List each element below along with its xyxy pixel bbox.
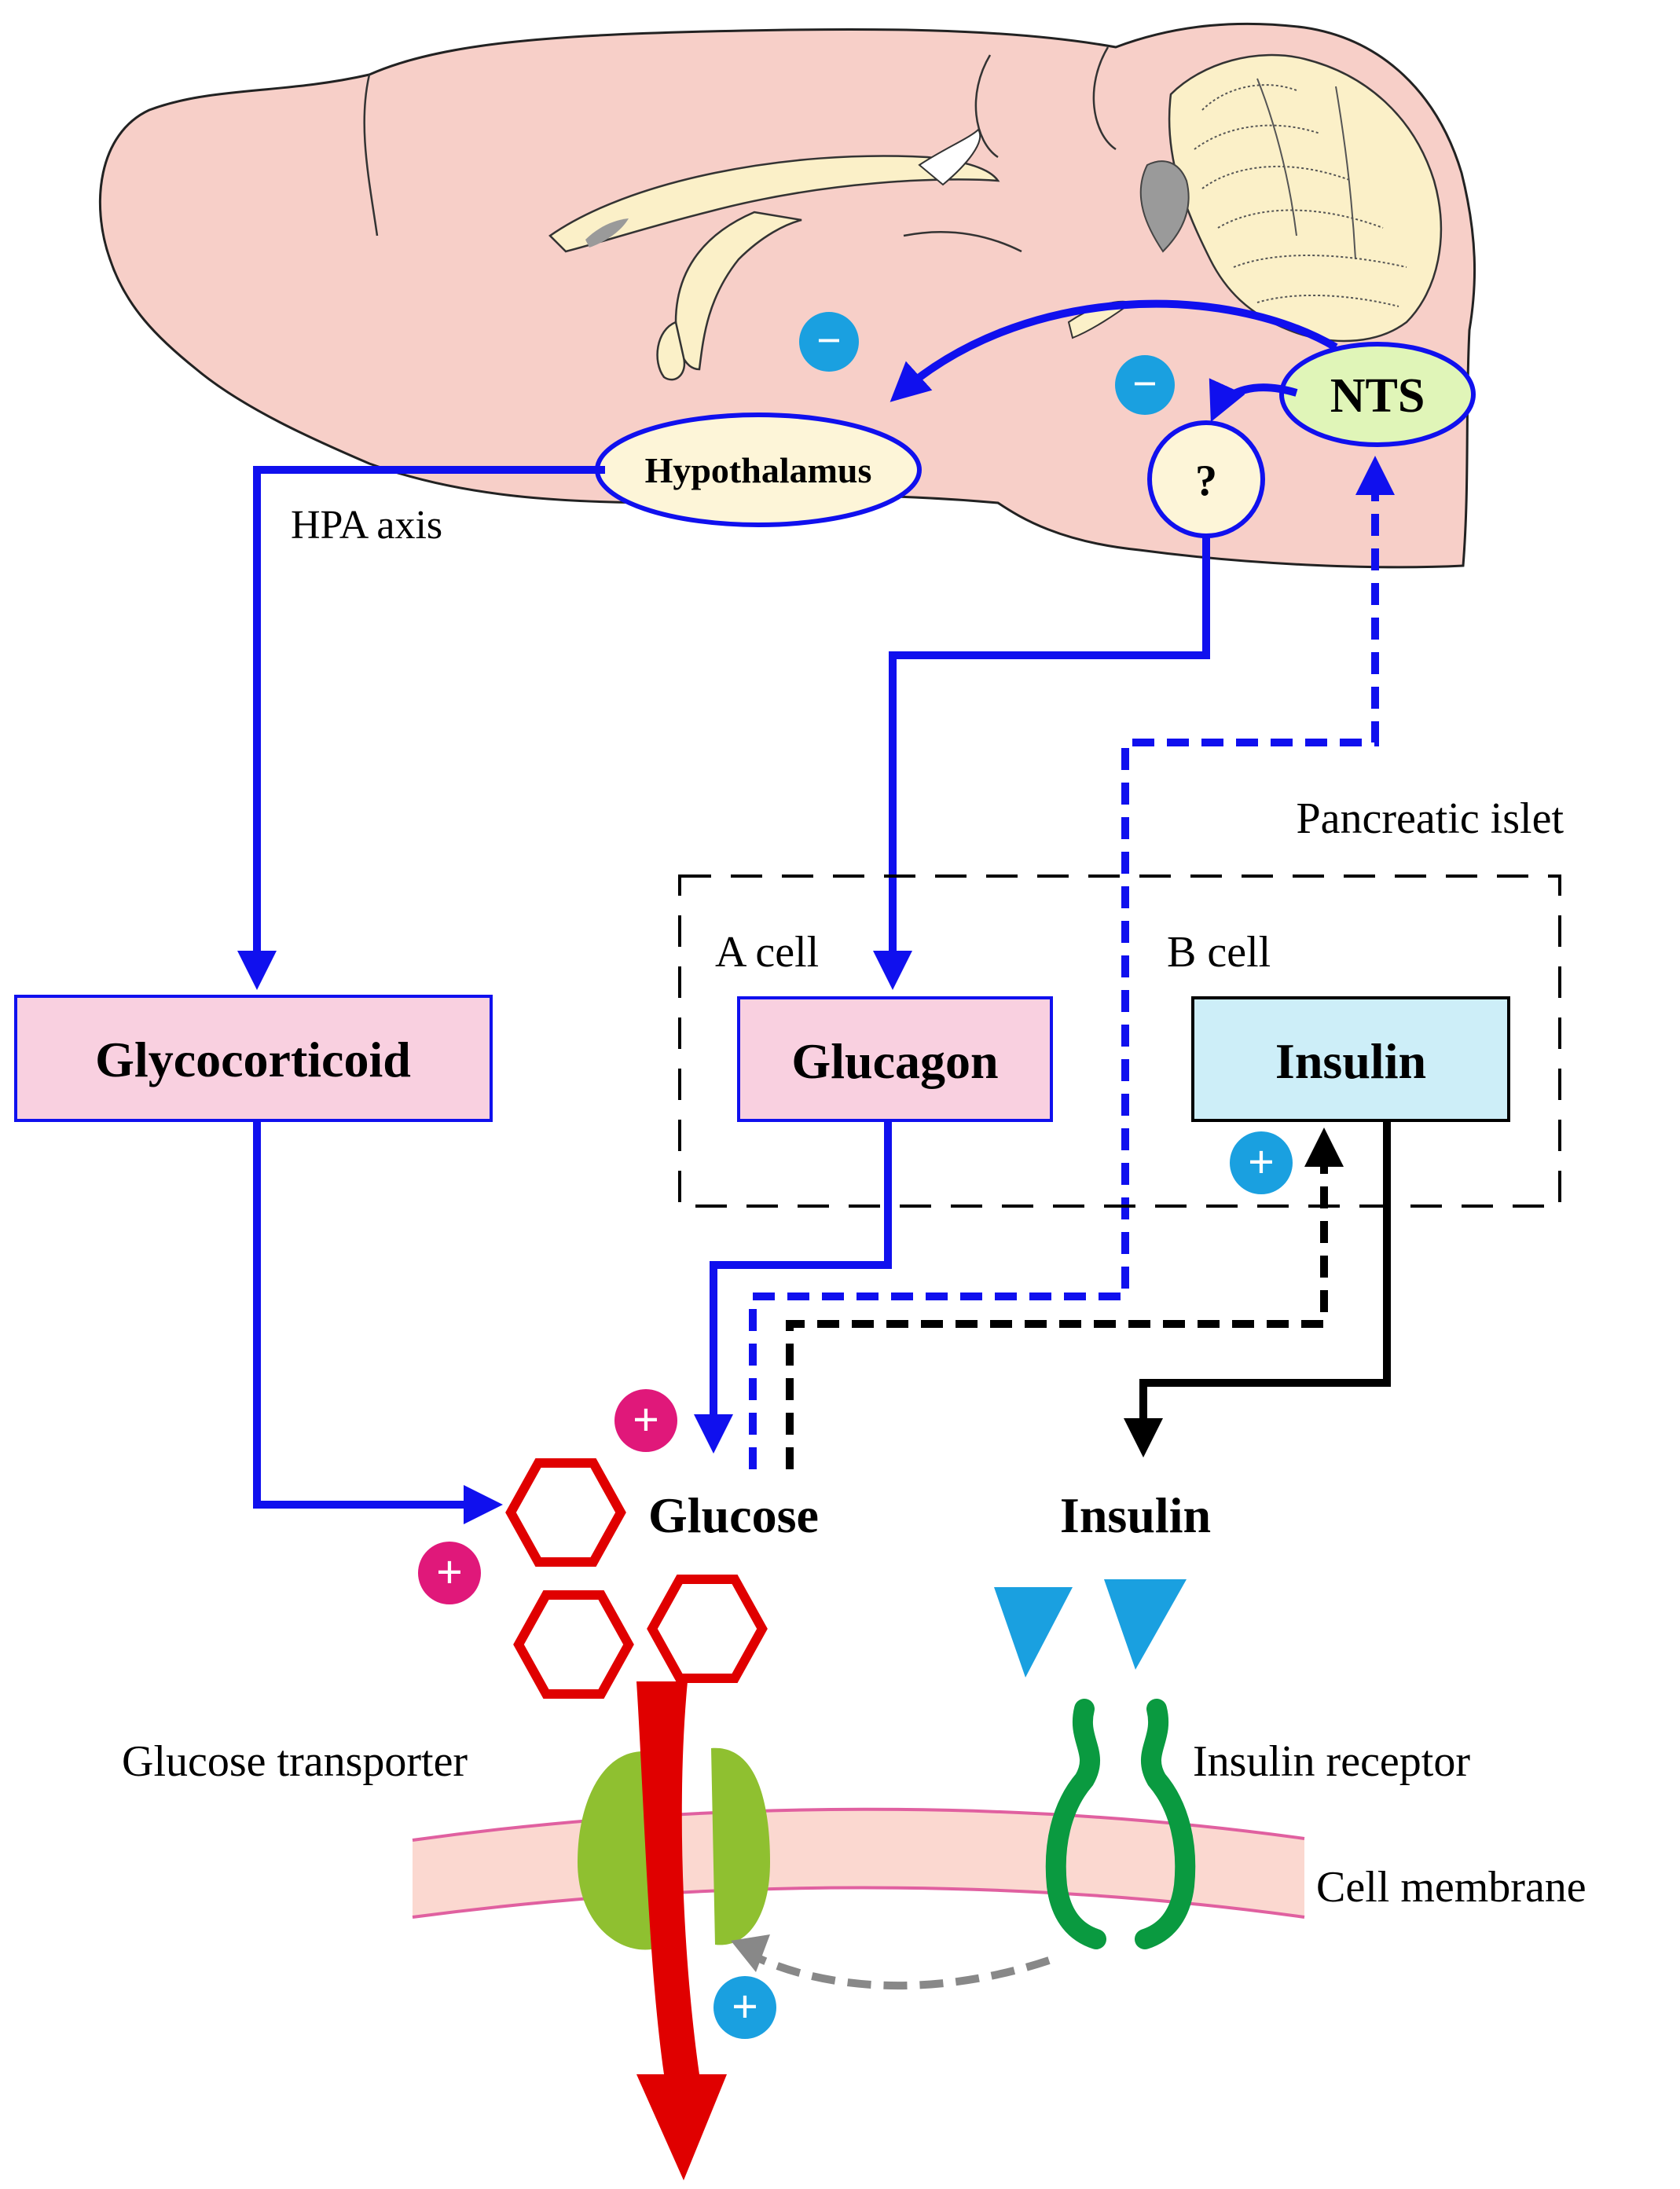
glucose-molecules	[505, 1458, 768, 1699]
ventricle-dark	[585, 218, 629, 248]
svg-text:−: −	[1132, 360, 1157, 409]
hypothalamus-label: Hypothalamus	[645, 450, 872, 490]
receptor-right-arm	[1135, 1699, 1196, 1949]
receptor-left-arm	[1045, 1699, 1106, 1949]
stimulation-sign-glucose-top: +	[614, 1389, 677, 1452]
cerebellum	[1139, 53, 1442, 343]
arrow-glucose-to-insulin-dashed	[786, 1128, 1344, 1469]
glucose-transport-arrow	[636, 1681, 727, 2180]
insulin-molecule	[994, 1587, 1073, 1678]
insulin-receptor	[1045, 1699, 1196, 1949]
insulin-box-label: Insulin	[1275, 1033, 1426, 1089]
anterior-commissure	[656, 321, 686, 381]
arrow-nts-to-unknown	[1209, 378, 1298, 423]
corpus-callosum	[548, 155, 1000, 253]
insulin-free-label: Insulin	[1060, 1487, 1211, 1543]
svg-text:+: +	[436, 1546, 463, 1598]
insulin-receptor-label: Insulin receptor	[1193, 1737, 1470, 1786]
pancreatic-islet-label: Pancreatic islet	[1296, 794, 1564, 843]
hippocampus	[674, 211, 802, 371]
b-cell-label: B cell	[1167, 928, 1271, 977]
arrow-glycocorticoid-to-glucose	[253, 1121, 503, 1524]
nts-node[interactable]	[1279, 342, 1476, 447]
transporter-right-half	[711, 1747, 770, 1945]
a-cell-label: A cell	[715, 928, 819, 977]
glucagon-box[interactable]	[737, 996, 1053, 1122]
brain-fold-line	[974, 54, 999, 159]
svg-text:+: +	[633, 1394, 659, 1446]
cell-membrane-label: Cell membrane	[1316, 1863, 1586, 1912]
glucose-hexagon	[647, 1575, 768, 1683]
arrow-insulin-secretion	[1124, 1121, 1391, 1458]
glucose-transporter-label: Glucose transporter	[122, 1737, 468, 1786]
glucose-transporter	[578, 1681, 770, 2180]
nts-label: NTS	[1330, 369, 1425, 423]
arrow-hypothalamus-to-glycocorticoid	[237, 466, 605, 990]
arrow-receptor-to-transporter-head	[731, 1934, 770, 1972]
brain-fold-line	[363, 74, 379, 236]
stimulation-sign-insulin: +	[1230, 1131, 1293, 1194]
pancreatic-islet-boundary	[678, 874, 1561, 1208]
svg-text:+: +	[1248, 1136, 1275, 1188]
brain-sagittal-illustration	[98, 22, 1476, 569]
stimulation-sign-transport: +	[713, 1976, 776, 2039]
inhibition-sign-hypothalamus: −	[799, 312, 859, 372]
arrow-glucagon-to-glucose	[694, 1121, 892, 1454]
glycocorticoid-box[interactable]	[14, 995, 493, 1122]
arrow-receptor-to-transporter	[736, 1945, 1051, 1990]
insulin-molecule	[1104, 1579, 1187, 1670]
svg-text:−: −	[816, 317, 842, 365]
svg-text:+: +	[732, 1981, 758, 2033]
inhibition-sign-unknown: −	[1115, 355, 1175, 415]
stimulation-sign-glucose-left: +	[418, 1542, 481, 1604]
arrow-glucose-to-nts-dashed	[749, 456, 1395, 1469]
arrow-nts-to-hypothalamus	[890, 299, 1338, 402]
brain-fold-line	[1092, 46, 1117, 151]
glucagon-label: Glucagon	[791, 1033, 998, 1089]
transporter-left-half	[578, 1751, 656, 1950]
brain-fold-line	[903, 230, 1022, 253]
unknown-node-label: ?	[1195, 456, 1217, 505]
glucose-hexagon	[505, 1458, 626, 1567]
brain-outline	[98, 22, 1476, 569]
glucose-hexagon	[513, 1590, 634, 1699]
arrow-unknown-to-glucagon	[873, 536, 1210, 990]
aqueduct	[918, 128, 981, 186]
insulin-box[interactable]	[1191, 996, 1510, 1122]
glycocorticoid-label: Glycocorticoid	[95, 1032, 411, 1087]
glucose-label: Glucose	[648, 1487, 819, 1543]
hpa-axis-label: HPA axis	[291, 503, 442, 548]
